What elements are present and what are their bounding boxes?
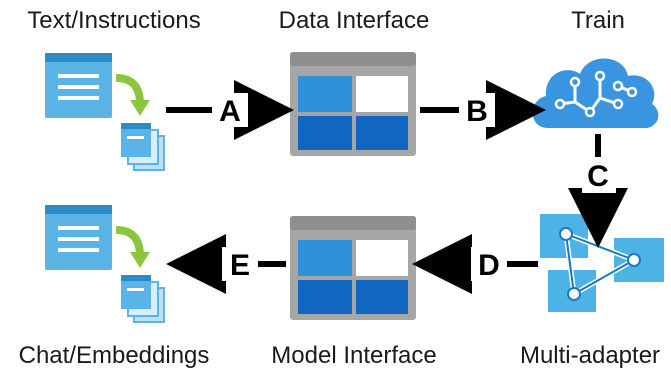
label-multi-adapter: Multi-adapter <box>520 342 660 369</box>
arrow-e: E <box>166 234 286 294</box>
arrow-label-e: E <box>230 249 250 282</box>
arrow-d: D <box>412 234 538 294</box>
arrow-label-b: B <box>466 95 488 128</box>
arrow-label-a: A <box>219 95 241 128</box>
model-interface-icon <box>290 216 416 320</box>
arrow-label-d: D <box>478 249 500 282</box>
arrow-label-c: C <box>587 160 609 193</box>
documents-icon-bottom <box>45 205 165 323</box>
brain-cloud-icon <box>532 58 659 129</box>
data-interface-icon <box>290 52 416 156</box>
label-train: Train <box>571 7 625 34</box>
label-model-interface: Model Interface <box>271 342 436 369</box>
arrow-c: C <box>568 134 628 248</box>
label-data-interface: Data Interface <box>279 7 430 34</box>
documents-icon-top <box>45 53 165 171</box>
multi-adapter-icon <box>540 214 664 312</box>
arrow-a: A <box>166 80 294 140</box>
arrow-b: B <box>420 80 546 140</box>
label-chat-embeddings: Chat/Embeddings <box>19 342 210 369</box>
label-text-instructions: Text/Instructions <box>27 7 200 34</box>
